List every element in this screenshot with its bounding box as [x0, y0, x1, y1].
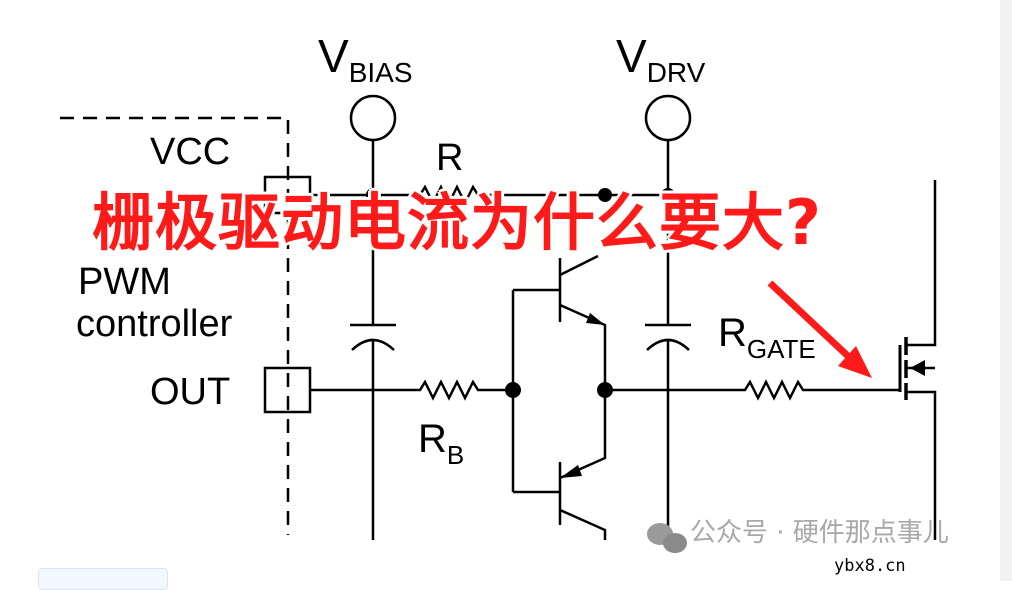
resistor-r [310, 184, 668, 206]
vbias-source [349, 94, 397, 142]
r-label: R [436, 137, 463, 179]
out-label: OUT [150, 371, 230, 413]
pwm-label: PWM [78, 261, 171, 303]
pnp-transistor [558, 462, 607, 540]
site-watermark: ybx8.cn [832, 556, 908, 576]
right-edge-strip [1000, 0, 1012, 581]
vcc-label: VCC [150, 131, 230, 173]
rb-label: RB [418, 417, 464, 470]
mosfet [898, 180, 937, 540]
watermark: 公众号 · 硬件那点事儿 [690, 518, 949, 548]
red-arrow-icon [767, 280, 872, 378]
category-badge [38, 568, 168, 590]
npn-transistor [558, 254, 599, 322]
headline: 栅极驱动电流为什么要大? [92, 186, 822, 259]
vbias-label: VBIAS [318, 30, 413, 88]
resistor-rb [310, 379, 513, 401]
controller-boundary [60, 116, 290, 535]
vdrv-label: VDRV [616, 30, 706, 88]
wechat-icon [647, 523, 687, 553]
capacitor-bias [350, 195, 396, 540]
rgate-label: RGATE [718, 311, 816, 364]
controller-label: controller [76, 303, 233, 345]
capacitor-drv [645, 195, 691, 540]
vdrv-source [644, 94, 692, 142]
resistor-rgate [605, 379, 900, 401]
